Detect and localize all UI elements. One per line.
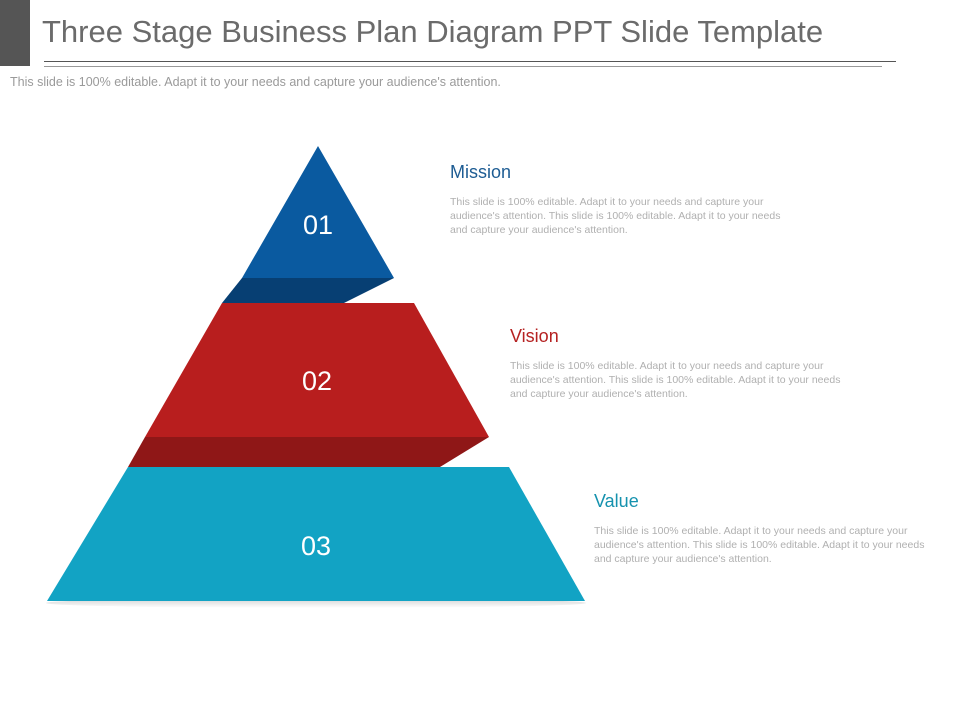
stage-3-number: 03 [301,531,331,561]
stage-2-trapezoid [145,303,489,437]
stage-2-number: 02 [302,366,332,396]
stage-1-heading: Mission [450,162,512,182]
slide-subtitle: This slide is 100% editable. Adapt it to… [10,75,501,89]
title-underline-secondary [44,66,882,67]
stage-2-connector [128,437,489,467]
stage-3-text-block: Value This slide is 100% editable. Adapt… [594,491,939,566]
title-underline [44,61,896,62]
stage-2-description: This slide is 100% editable. Adapt it to… [510,360,841,400]
stage-1-triangle [242,146,394,278]
stage-1-connector [222,278,394,303]
stage-2-text-block: Vision This slide is 100% editable. Adap… [510,326,855,401]
corner-accent-block [0,0,30,66]
stage-2-heading: Vision [510,326,559,346]
stage-1-description: This slide is 100% editable. Adapt it to… [450,196,781,236]
stage-3-heading: Value [594,491,639,511]
stage-1-number: 01 [303,210,333,240]
stage-3-trapezoid [47,467,585,601]
slide-title: Three Stage Business Plan Diagram PPT Sl… [42,14,824,49]
stage-1-text-block: Mission This slide is 100% editable. Ada… [450,162,795,237]
stage-3-description: This slide is 100% editable. Adapt it to… [594,525,925,565]
